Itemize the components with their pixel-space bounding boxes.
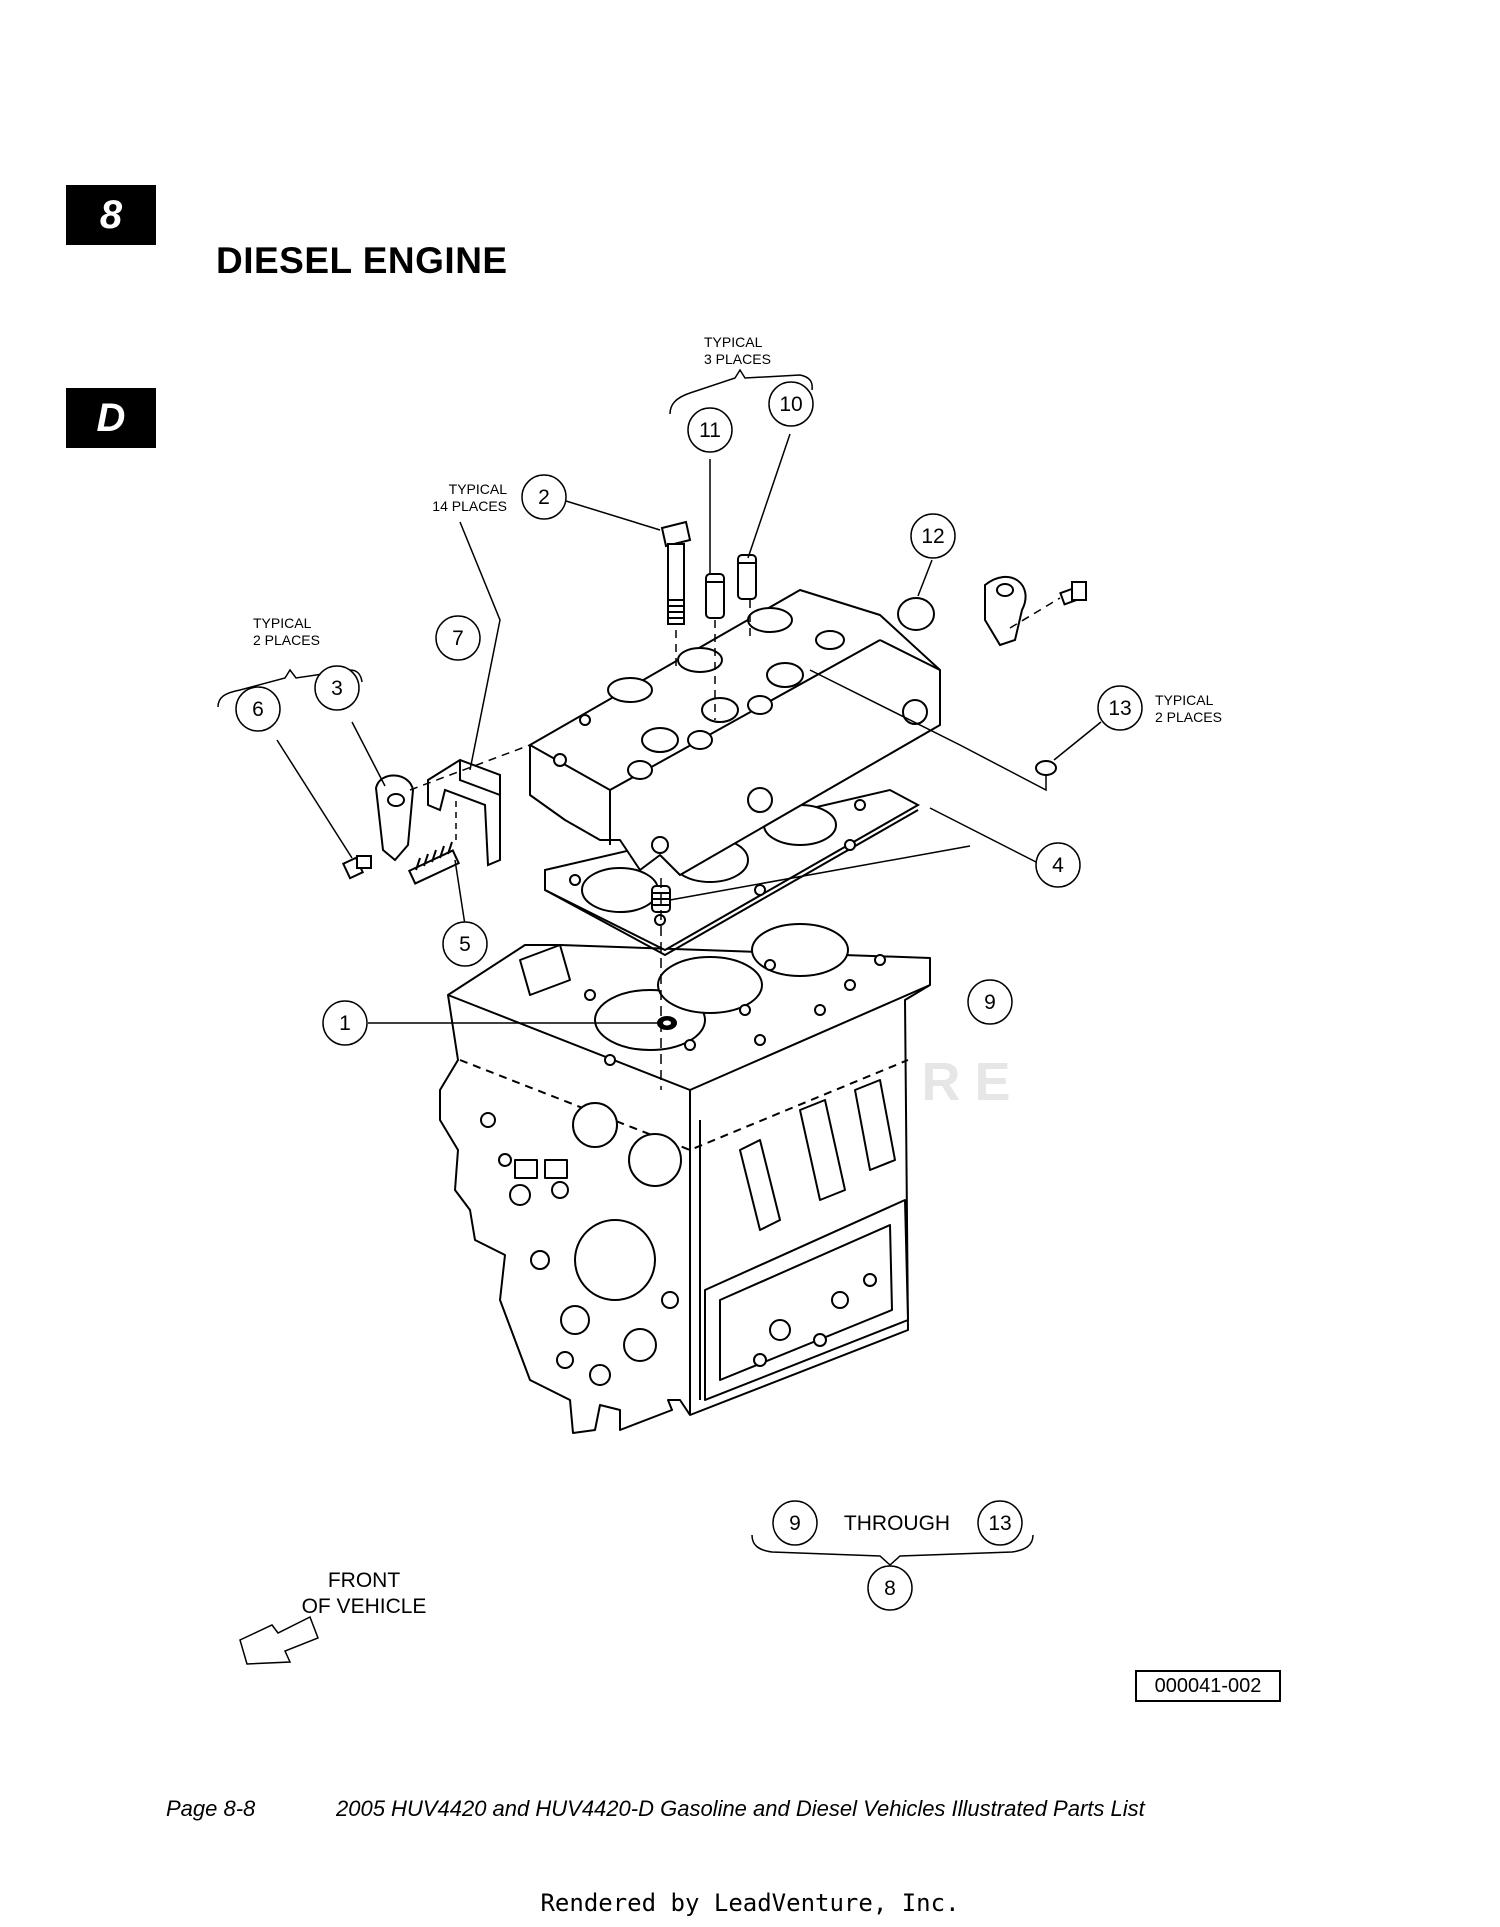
callout-1 [322, 1000, 368, 1046]
callout-label-6: 6 [252, 698, 264, 721]
callout-label-13: 13 [1108, 697, 1131, 720]
callout-labels: 1 2 3 4 5 6 7 8 9 10 11 12 13 9 13 [252, 393, 1132, 1600]
callout-label-9-through: 9 [789, 1512, 801, 1535]
callout-3 [314, 665, 360, 711]
callout-11 [687, 407, 733, 453]
note-typical-2-left-line2: 2 PLACES [253, 632, 320, 648]
drawing-number: 000041-002 [1135, 1670, 1281, 1702]
section-tab-number: 8 [66, 185, 156, 245]
section-tab-letter: D [66, 388, 156, 448]
rendered-by-credit: Rendered by LeadVenture, Inc. [540, 1889, 960, 1917]
note-typical-14-line2: 14 PLACES [432, 498, 507, 514]
callout-label-10: 10 [779, 393, 802, 416]
note-typical-2-left-line1: TYPICAL [253, 615, 312, 631]
callout-13 [1097, 685, 1143, 731]
page-title: DIESEL ENGINE [216, 240, 508, 281]
callout-12 [910, 513, 956, 559]
note-typical-3-line2: 3 PLACES [704, 351, 771, 367]
callout-10 [768, 381, 814, 427]
callout-label-7: 7 [452, 627, 464, 650]
throttle-bracket [427, 758, 501, 867]
callout-7 [435, 615, 481, 661]
callout-label-9: 9 [984, 991, 996, 1014]
brace-through [751, 1534, 1034, 1567]
callout-4 [1035, 842, 1081, 888]
callout-label-8: 8 [884, 1577, 896, 1600]
callout-13-through [977, 1500, 1023, 1546]
callout-label-2: 2 [538, 486, 550, 509]
stud-part [737, 554, 757, 600]
footer-page-number: Page 8-8 [166, 1796, 256, 1821]
callout-label-11: 11 [699, 419, 721, 442]
right-bracket-bolt [1059, 581, 1087, 606]
engine-block [439, 923, 931, 1434]
note-typical-14-line1: TYPICAL [449, 481, 508, 497]
left-lifting-bracket [374, 774, 415, 862]
callout-6 [235, 686, 281, 732]
expansion-plug [897, 597, 935, 631]
cylinder-head [529, 589, 941, 876]
callout-label-13-through: 13 [988, 1512, 1011, 1535]
note-typical-3-line1: TYPICAL [704, 334, 763, 350]
return-spring [407, 841, 461, 885]
note-front-line2: OF VEHICLE [302, 1595, 427, 1618]
right-lifting-bracket [984, 575, 1027, 647]
callout-5 [442, 921, 488, 967]
note-through: THROUGH [844, 1512, 950, 1535]
footer-document-title: 2005 HUV4420 and HUV4420-D Gasoline and … [336, 1796, 1145, 1821]
callout-9 [967, 979, 1013, 1025]
brace-typical-3 [669, 368, 813, 415]
callout-8 [867, 1565, 913, 1611]
note-typical-2-right-line1: TYPICAL [1155, 692, 1214, 708]
leader-lines [276, 433, 1102, 1090]
brace-typical-2-left [217, 668, 363, 708]
sleeve-part [705, 573, 725, 619]
callout-label-1: 1 [339, 1012, 351, 1035]
callout-label-12: 12 [921, 525, 944, 548]
callout-label-4: 4 [1052, 854, 1064, 877]
callout-9-through [772, 1500, 818, 1546]
note-typical-2-right-line2: 2 PLACES [1155, 709, 1222, 725]
o-ring [1035, 760, 1057, 776]
callout-circles [235, 381, 1143, 1611]
callout-label-5: 5 [459, 933, 471, 956]
callout-label-3: 3 [331, 677, 343, 700]
note-front-line1: FRONT [328, 1569, 400, 1592]
head-bolt [660, 520, 692, 625]
front-arrow-icon [239, 1615, 319, 1665]
callout-2 [521, 474, 567, 520]
left-bracket-bolt [341, 855, 372, 880]
